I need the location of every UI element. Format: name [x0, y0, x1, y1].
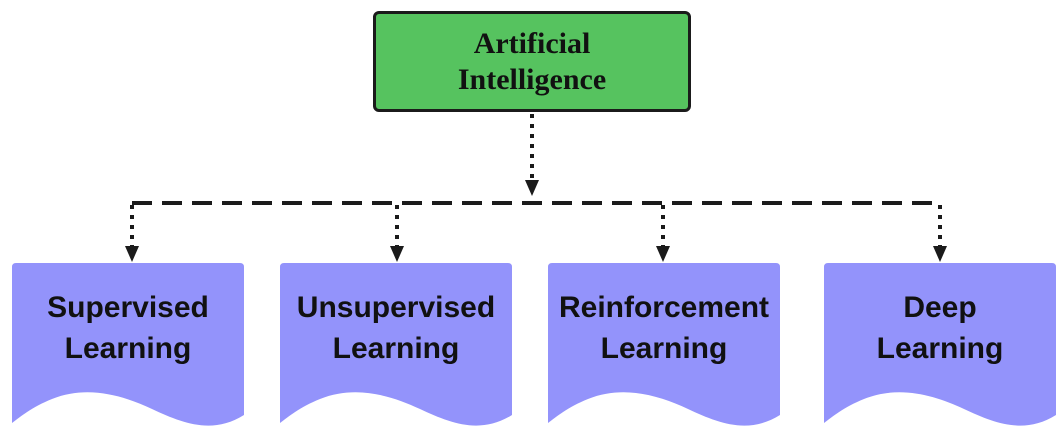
document-shape	[824, 263, 1056, 426]
document-shape	[548, 263, 780, 426]
drop-arrowhead-supervised	[125, 246, 139, 262]
child-node-label: Deep Learning	[876, 291, 1004, 365]
root-trunk-arrowhead	[525, 180, 539, 196]
child-node-reinforcement-learning: Reinforcement Learning	[548, 263, 780, 427]
root-node-label: Artificial Intelligence	[457, 26, 607, 96]
child-node-label: Reinforcement Learning	[558, 291, 770, 365]
child-node-deep-learning: Deep Learning	[824, 263, 1056, 427]
document-shape	[12, 263, 244, 426]
root-node-artificial-intelligence: Artificial Intelligence	[373, 11, 691, 112]
drop-arrowhead-unsupervised	[390, 246, 404, 262]
child-node-label: Unsupervised Learning	[296, 291, 496, 365]
child-node-supervised-learning: Supervised Learning	[12, 263, 244, 427]
document-shape	[280, 263, 512, 426]
drop-arrowhead-deep	[933, 246, 947, 262]
child-node-label: Supervised Learning	[47, 291, 209, 365]
child-node-unsupervised-learning: Unsupervised Learning	[280, 263, 512, 427]
drop-arrowhead-reinforcement	[656, 246, 670, 262]
